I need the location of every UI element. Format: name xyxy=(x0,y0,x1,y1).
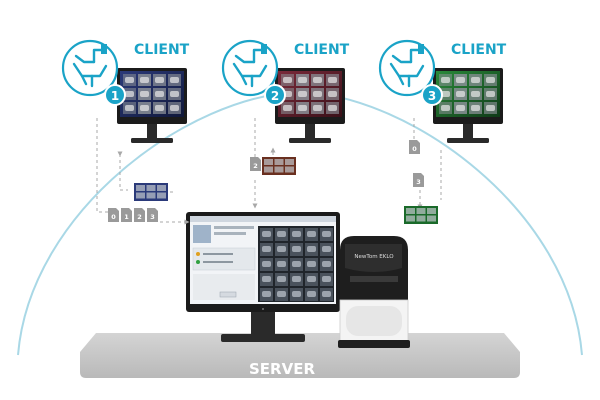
server-monitor xyxy=(186,212,340,342)
dental-chair-icon xyxy=(389,48,425,88)
data-packet: 0 xyxy=(409,140,420,154)
client-number: 2 xyxy=(271,89,279,103)
client-label: CLIENT xyxy=(451,42,507,58)
client-monitor xyxy=(433,68,503,143)
packet-label: 2 xyxy=(137,213,142,221)
client-label: CLIENT xyxy=(134,42,190,58)
client-station-2: 2 CLIENT xyxy=(221,39,350,143)
packet-label: 0 xyxy=(111,213,116,221)
packet-label: 0 xyxy=(412,145,417,153)
data-packet: 1 xyxy=(121,208,132,222)
client-label: CLIENT xyxy=(294,42,350,58)
packet-label: 3 xyxy=(150,213,155,221)
client-number-badge: 2 xyxy=(264,84,286,106)
data-packet: 0 xyxy=(108,208,119,222)
server-label: SERVER xyxy=(249,360,315,378)
image-thumbnail xyxy=(134,183,168,201)
client-number-badge: 3 xyxy=(421,84,443,106)
imaging-device: NewTom EKLO xyxy=(338,236,410,348)
device-brand-label: NewTom EKLO xyxy=(354,254,394,260)
client-monitor xyxy=(117,68,187,143)
client-number: 3 xyxy=(428,89,436,103)
client-number: 1 xyxy=(111,89,119,103)
client-monitor xyxy=(275,68,345,143)
data-packet: 3 xyxy=(147,208,158,222)
client-station-3: 3 CLIENT xyxy=(378,39,507,143)
image-thumbnail xyxy=(404,206,438,224)
packet-label: 3 xyxy=(416,178,421,186)
data-packet: 2 xyxy=(134,208,145,222)
data-packet: 3 xyxy=(413,173,424,187)
packet-label: 2 xyxy=(253,162,258,170)
data-packet: 2 xyxy=(250,157,261,171)
packet-label: 1 xyxy=(124,213,129,221)
client-station-1: 1 CLIENT xyxy=(61,39,190,143)
image-thumbnail xyxy=(262,157,296,175)
client-number-badge: 1 xyxy=(104,84,126,106)
